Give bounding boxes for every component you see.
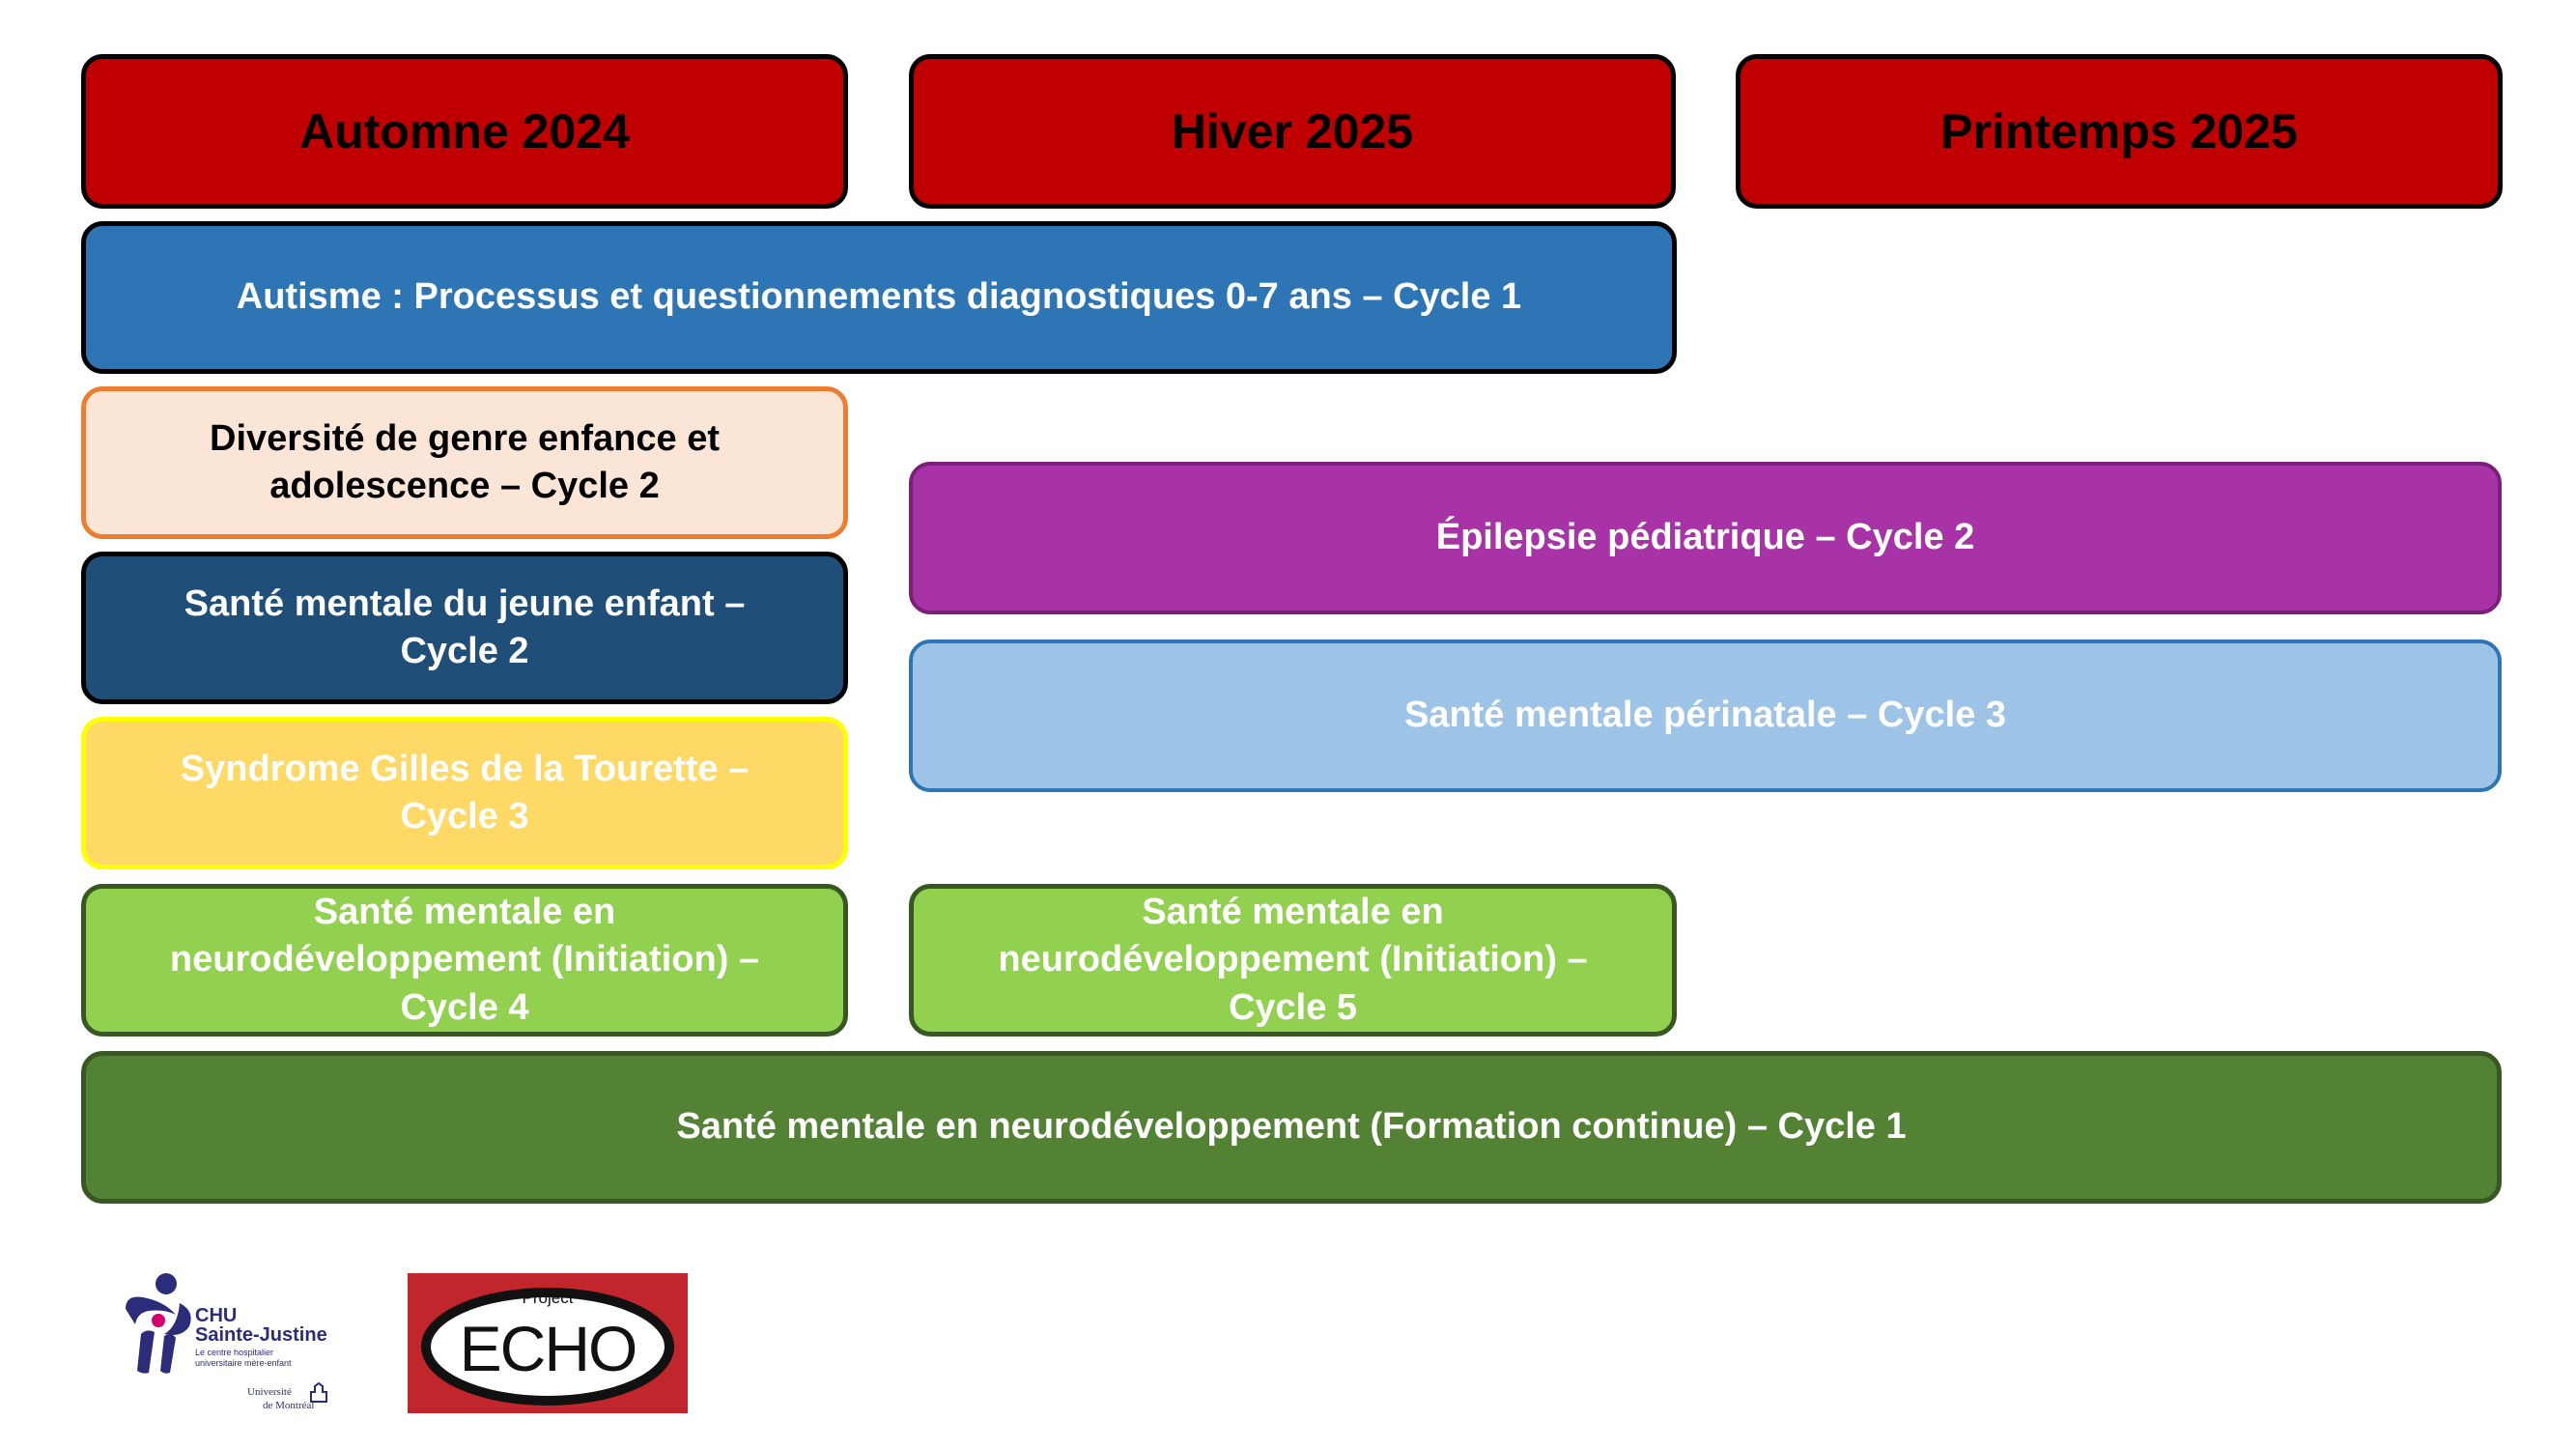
program-label: Autisme : Processus et questionnements d… [236,276,1522,318]
udem-logo-text: Université [247,1386,292,1398]
program-label-line: Cycle 5 [1228,986,1358,1028]
program-neurodev-initiation-cycle-5: Santé mentale en neurodéveloppement (Ini… [909,884,1677,1037]
program-label: Épilepsie pédiatrique – Cycle 2 [1435,517,1975,558]
chu-logo-text: Le centre hospitalier [195,1348,274,1357]
program-label-line: Santé mentale en [313,891,616,932]
program-label-line: Santé mentale du jeune enfant – [184,582,746,624]
season-header-automne-2024: Automne 2024 [81,54,848,209]
program-label-line: Cycle 3 [400,796,529,837]
chu-logo-text: Sainte-Justine [195,1324,327,1346]
program-sante-mentale-jeune-enfant: Santé mentale du jeune enfant – Cycle 2 [81,552,848,704]
program-neurodev-initiation-cycle-4: Santé mentale en neurodéveloppement (Ini… [81,884,848,1037]
season-label: Hiver 2025 [1171,103,1414,158]
chu-logo-text: CHU [195,1305,238,1326]
program-sante-mentale-perinatale: Santé mentale périnatale – Cycle 3 [909,639,2502,792]
program-epilepsie-pediatrique: Épilepsie pédiatrique – Cycle 2 [909,462,2502,614]
program-label-line: neurodéveloppement (Initiation) – [169,939,760,980]
udem-building-icon [310,1382,327,1403]
program-neurodev-formation-continue: Santé mentale en neurodéveloppement (For… [81,1051,2502,1204]
chu-logo-text: universitaire mère-enfant [195,1358,292,1368]
program-autisme: Autisme : Processus et questionnements d… [81,221,1677,374]
season-header-printemps-2025: Printemps 2025 [1736,54,2503,209]
season-label: Automne 2024 [299,103,630,158]
project-echo-logo: Project ECHO [408,1273,688,1413]
udem-logo-text: de Montréal [263,1400,315,1411]
program-tourette: Syndrome Gilles de la Tourette – Cycle 3 [81,717,848,869]
program-label-line: Santé mentale en [1142,891,1444,932]
season-header-hiver-2025: Hiver 2025 [909,54,1676,209]
program-label-line: Diversité de genre enfance et [210,417,720,459]
program-label-line: Cycle 4 [400,986,529,1028]
echo-ellipse-icon [421,1288,674,1406]
program-label-line: adolescence – Cycle 2 [269,466,660,506]
chu-sainte-justine-logo: CHU Sainte-Justine Le centre hospitalier… [116,1270,348,1421]
program-label-line: Syndrome Gilles de la Tourette – [180,748,750,789]
program-label: Santé mentale périnatale – Cycle 3 [1403,695,2007,736]
program-label-line: Cycle 2 [400,631,529,671]
program-label-line: neurodéveloppement (Initiation) – [998,939,1588,980]
program-diversite-genre: Diversité de genre enfance et adolescenc… [81,386,848,539]
program-label: Santé mentale en neurodéveloppement (For… [676,1106,1907,1148]
chu-figure-icon [126,1273,191,1374]
echo-main-text: ECHO [459,1313,638,1384]
season-label: Printemps 2025 [1940,103,2298,158]
echo-small-text: Project [522,1289,574,1307]
